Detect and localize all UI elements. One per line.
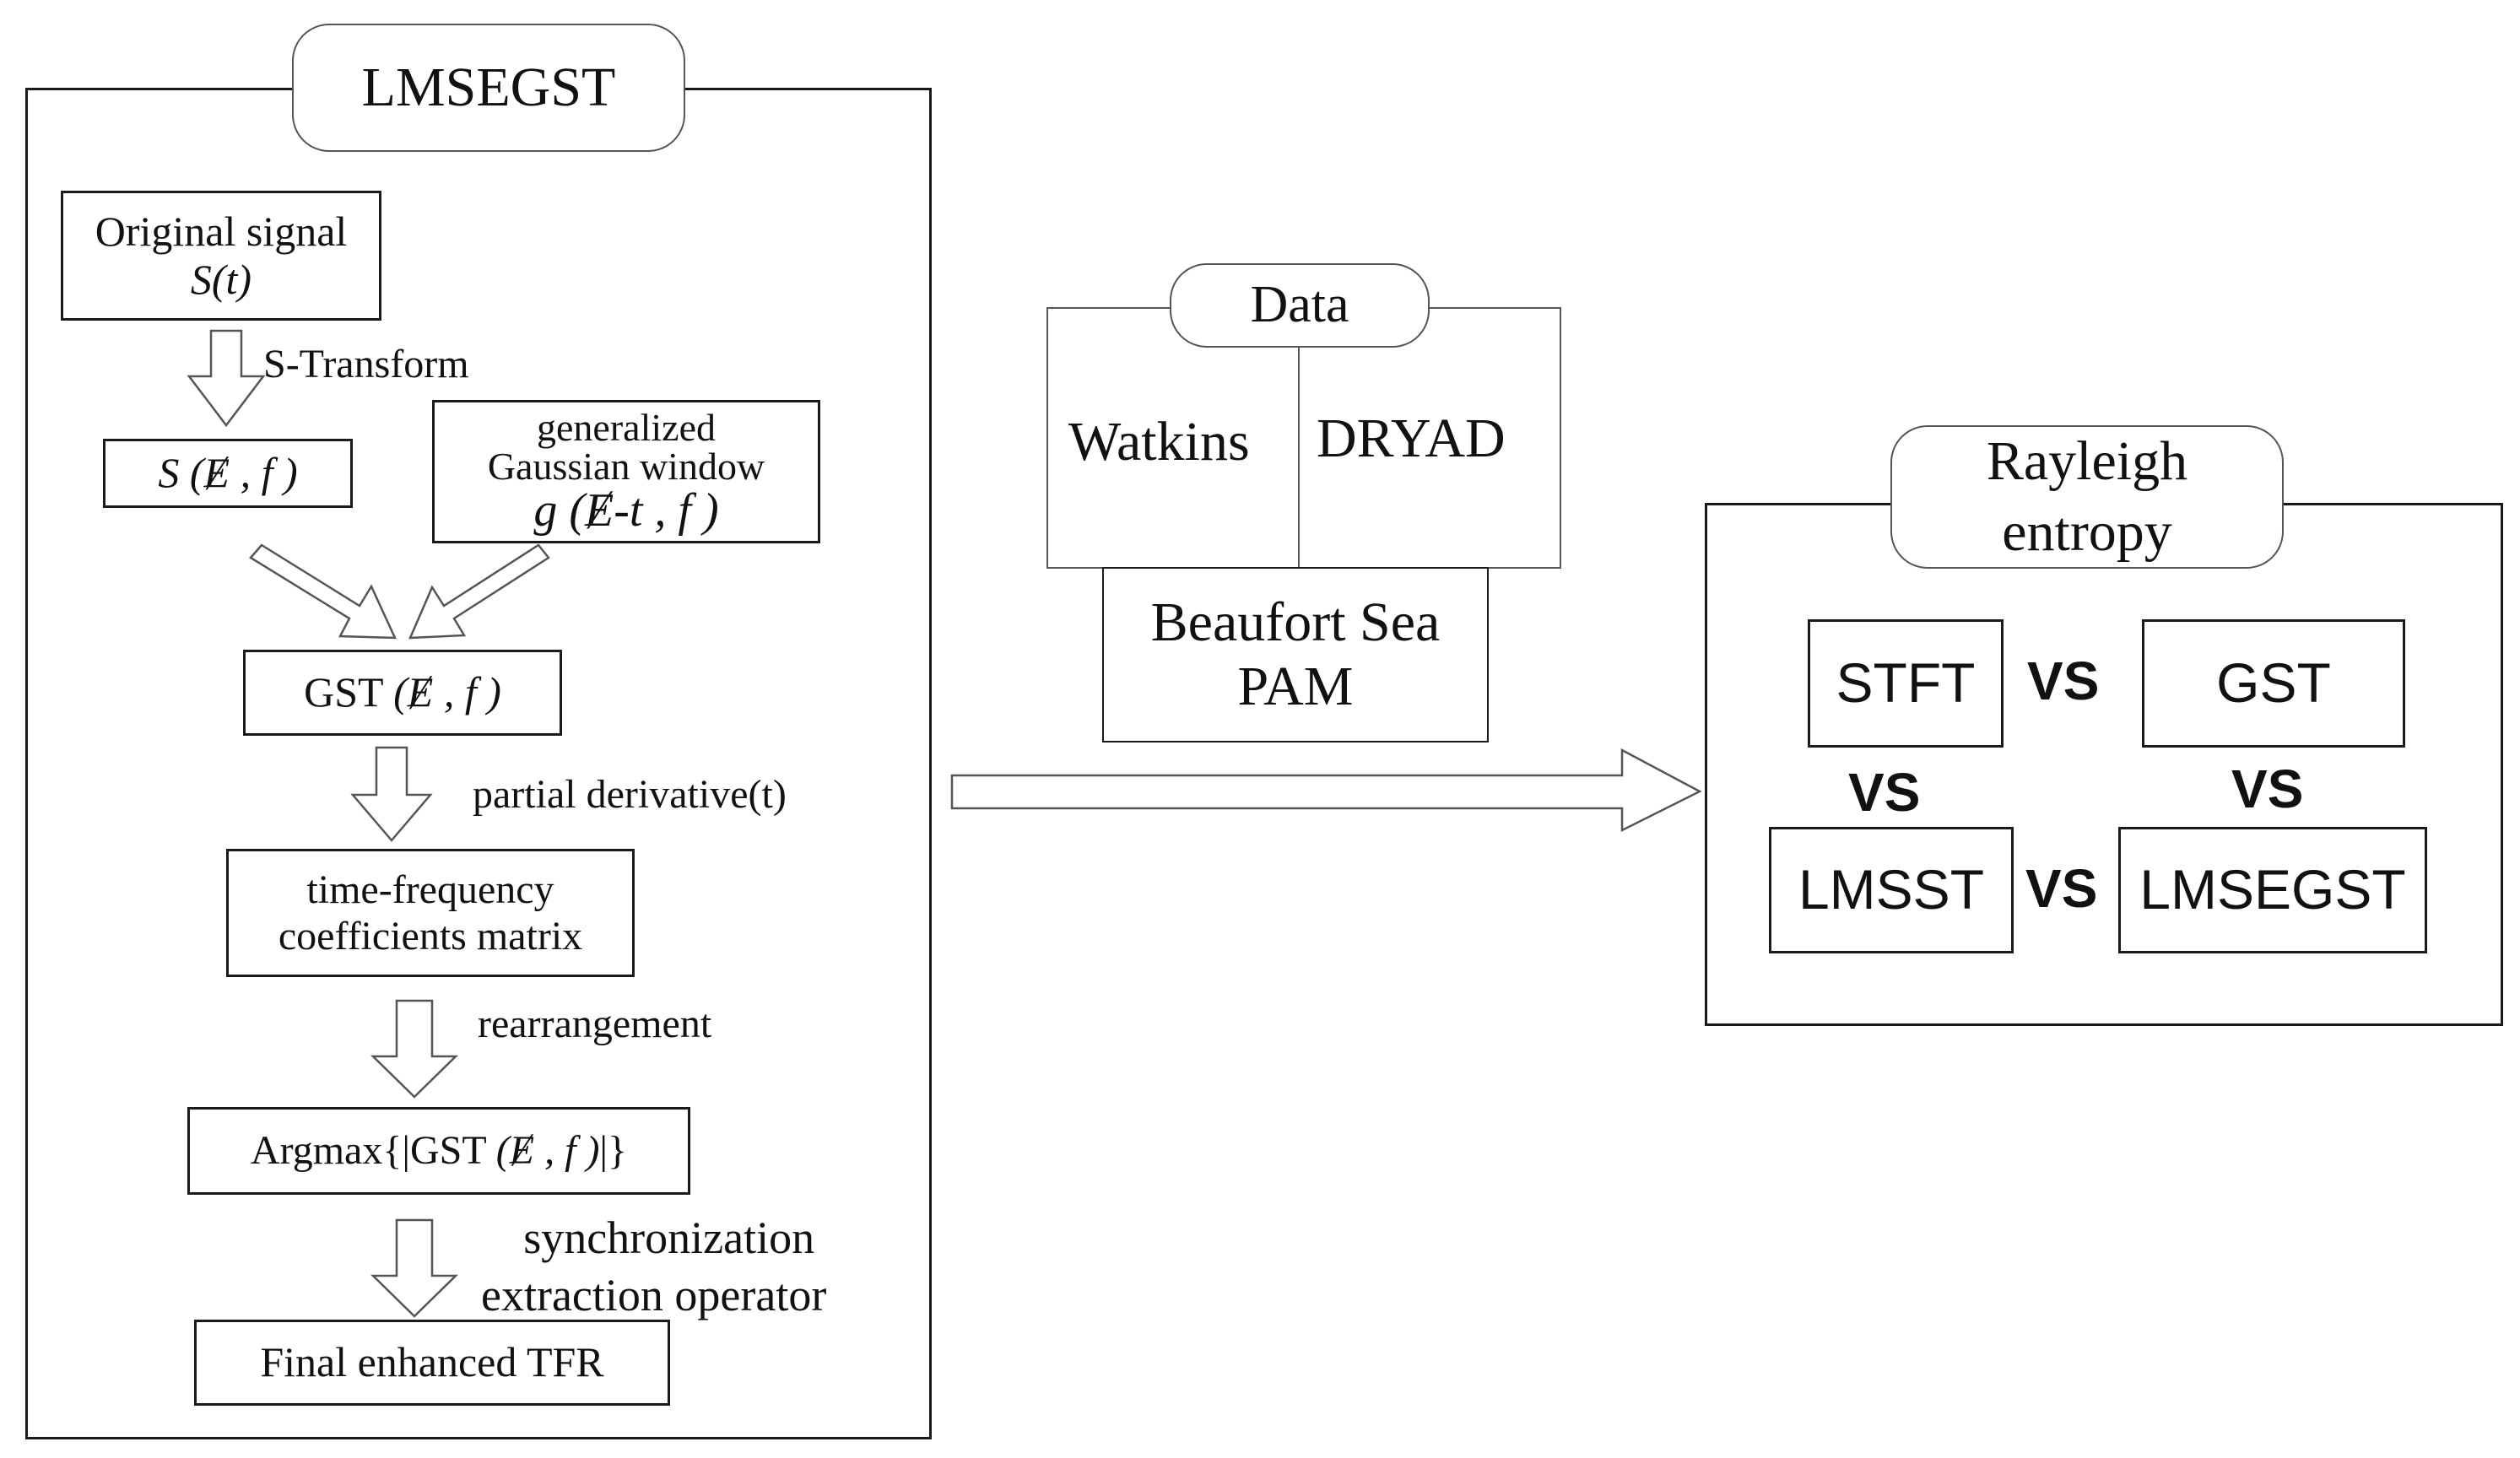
argmax-box: Argmax{|GST (Ɇ , f ) |}: [187, 1107, 690, 1195]
lmsegst-title-text: LMSEGST: [361, 57, 616, 119]
rayleigh-title-line2: entropy: [2002, 501, 2172, 563]
beaufort-sea-line1: Beaufort Sea: [1150, 591, 1441, 654]
synchronization-line1: synchronization: [523, 1212, 815, 1263]
vs-label-top: VS: [2027, 651, 2100, 711]
beaufort-sea-box: Beaufort Sea PAM: [1102, 567, 1489, 742]
down-arrow-partial-derivative: [350, 746, 433, 842]
rayleigh-title-line1: Rayleigh: [1986, 429, 2188, 492]
gaussian-window-symbol: g (Ɇ-t , f ): [533, 484, 719, 537]
tf-matrix-line1: time-frequency: [306, 867, 554, 912]
gst-box: GST (Ɇ , f ): [243, 650, 562, 736]
gaussian-window-box: generalized Gaussian window g (Ɇ-t , f ): [432, 400, 820, 543]
lmsegst-panel-title: LMSEGST: [292, 24, 685, 152]
vs-label-bottom: VS: [2025, 858, 2098, 919]
diagonal-arrow-right: [408, 543, 550, 640]
synchronization-step-label: synchronization extraction operator: [481, 1210, 826, 1324]
watkins-source: Watkins: [1068, 411, 1250, 472]
rearrangement-step-label: rearrangement: [478, 1002, 712, 1046]
method-box-lmsst: LMSST: [1769, 827, 2014, 953]
synchronization-line2: extraction operator: [481, 1269, 827, 1320]
down-arrow-s-transform: [187, 329, 266, 428]
final-tfr-text: Final enhanced TFR: [260, 1338, 604, 1386]
data-sources-divider: [1298, 307, 1300, 569]
gst-prefix: GST: [304, 668, 394, 716]
argmax-suffix: |}: [599, 1128, 628, 1174]
data-title-text: Data: [1250, 276, 1349, 334]
down-arrow-rearrangement: [370, 999, 459, 1099]
original-signal-box: Original signal S(t): [61, 191, 381, 321]
down-arrow-synchronization: [370, 1218, 459, 1318]
partial-derivative-step-label: partial derivative(t): [473, 772, 787, 817]
diagonal-arrow-left: [249, 543, 397, 640]
argmax-args: (Ɇ , f ): [495, 1128, 600, 1174]
tf-matrix-line2: coefficients matrix: [278, 914, 583, 958]
argmax-prefix: Argmax{|GST: [250, 1128, 496, 1174]
main-flow-arrow: [950, 748, 1702, 833]
final-tfr-box: Final enhanced TFR: [194, 1320, 670, 1406]
s-transform-step-label: S-Transform: [263, 342, 469, 386]
data-panel-title: Data: [1170, 263, 1430, 348]
method-box-lmsegst: LMSEGST: [2118, 827, 2427, 953]
vs-label-left: VS: [1848, 762, 1921, 823]
s-transform-box: S (Ɇ , f ): [103, 439, 353, 508]
method-gst-label: GST: [2216, 651, 2331, 715]
beaufort-sea-line2: PAM: [1237, 656, 1354, 717]
gaussian-window-line2: Gaussian window: [487, 445, 765, 489]
gst-args: (Ɇ , f ): [393, 668, 501, 716]
tf-matrix-box: time-frequency coefficients matrix: [226, 849, 635, 977]
dryad-source: DRYAD: [1317, 408, 1506, 469]
method-lmsegst-label: LMSEGST: [2139, 858, 2406, 921]
s-transform-text: S (Ɇ , f ): [158, 449, 298, 497]
gaussian-window-line1: generalized: [537, 405, 716, 449]
original-signal-symbol: S(t): [190, 256, 252, 303]
rayleigh-entropy-title: Rayleigh entropy: [1890, 425, 2284, 569]
method-stft-label: STFT: [1836, 651, 1976, 715]
method-box-stft: STFT: [1808, 619, 2004, 748]
method-lmsst-label: LMSST: [1798, 858, 1985, 921]
original-signal-label: Original signal: [95, 207, 348, 255]
method-box-gst: GST: [2142, 619, 2405, 748]
data-sources-frame: [1046, 307, 1561, 569]
vs-label-right: VS: [2231, 759, 2304, 819]
